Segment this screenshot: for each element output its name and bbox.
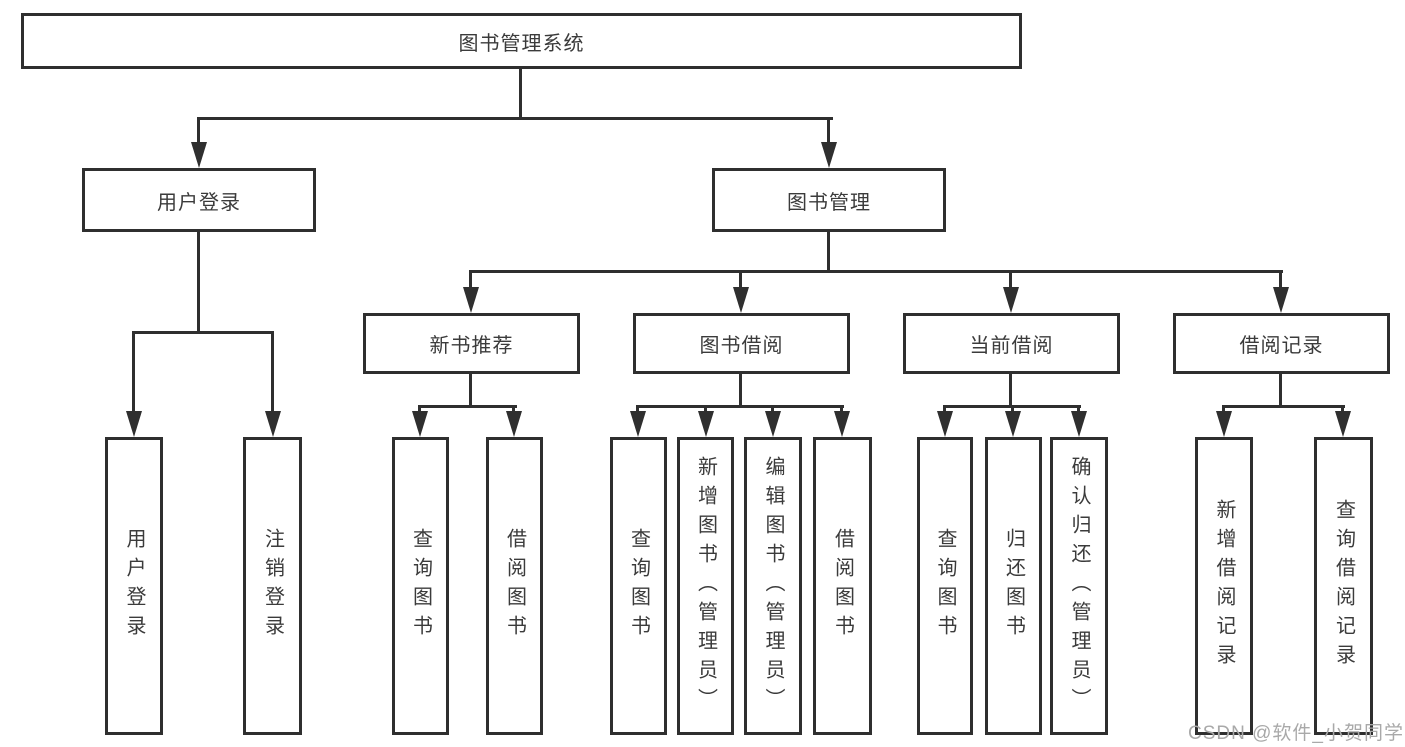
arrowhead-book-mgmt — [821, 142, 837, 168]
connector-user-login-drop — [197, 117, 200, 145]
leaf-current-return-books-label: 归还图书 — [1002, 528, 1025, 644]
node-book-management: 图书管理 — [712, 168, 946, 232]
node-book-borrow: 图书借阅 — [633, 313, 850, 374]
connector-bookborrow-drop — [739, 270, 742, 289]
connector-leaf-drop — [704, 405, 707, 415]
arrowhead-borrow-edit — [765, 411, 781, 437]
connector-leaf-drop — [1077, 405, 1080, 415]
connector-leaf-drop — [771, 405, 774, 415]
leaf-records-query-record: 查询借阅记录 — [1314, 437, 1373, 735]
connector-currentborrow-drop — [1009, 270, 1012, 289]
connector-leaf-drop — [1222, 405, 1225, 415]
node-borrow-records: 借阅记录 — [1173, 313, 1390, 374]
connector-leaf-drop — [1011, 405, 1014, 415]
node-user-login-label: 用户登录 — [157, 191, 241, 214]
connector-user-login-stem — [197, 230, 200, 334]
leaf-user-login: 用户登录 — [105, 437, 163, 735]
arrowhead-borrow-query — [630, 411, 646, 437]
leaf-borrow-query-books: 查询图书 — [610, 437, 667, 735]
arrowhead-records-query — [1335, 411, 1351, 437]
leaf-borrow-borrow-books-label: 借阅图书 — [831, 528, 854, 644]
node-book-management-label: 图书管理 — [787, 191, 871, 214]
arrowhead-newrec-borrow — [506, 411, 522, 437]
leaf-borrow-add-books-admin: 新增图书（管理员） — [677, 437, 734, 735]
arrowhead-borrow-add — [698, 411, 714, 437]
arrowhead-borrow-borrow — [834, 411, 850, 437]
arrowhead-current-query — [937, 411, 953, 437]
connector-newrec-drop — [469, 270, 472, 289]
connector-root-stem — [519, 69, 522, 118]
leaf-borrow-edit-books-admin: 编辑图书（管理员） — [744, 437, 802, 735]
leaf-borrow-borrow-books: 借阅图书 — [813, 437, 872, 735]
leaf-current-query-books: 查询图书 — [917, 437, 973, 735]
node-current-borrow: 当前借阅 — [903, 313, 1120, 374]
arrowhead-records-add — [1216, 411, 1232, 437]
connector-bookborrow-stem — [739, 373, 742, 408]
connector-records-rail — [1222, 405, 1345, 408]
leaf-newrec-borrow-books: 借阅图书 — [486, 437, 543, 735]
connector-level2-rail — [469, 270, 1283, 273]
arrowhead-bookborrow — [733, 287, 749, 313]
leaf-newrec-query-books: 查询图书 — [392, 437, 449, 735]
leaf-current-confirm-return-admin: 确认归还（管理员） — [1050, 437, 1108, 735]
csdn-watermark: CSDN @软件_小贺同学 — [1188, 723, 1404, 744]
connector-currentborrow-stem — [1009, 373, 1012, 408]
leaf-records-add-record-label: 新增借阅记录 — [1213, 499, 1235, 673]
leaf-borrow-add-books-admin-label: 新增图书（管理员） — [694, 455, 717, 717]
leaf-newrec-query-books-label: 查询图书 — [409, 528, 432, 644]
leaf-records-add-record: 新增借阅记录 — [1195, 437, 1253, 735]
leaf-logout: 注销登录 — [243, 437, 302, 735]
node-new-book-recommend-label: 新书推荐 — [429, 335, 514, 357]
node-root-label: 图书管理系统 — [458, 32, 585, 55]
connector-leaf-drop — [418, 405, 421, 415]
arrowhead-current-confirm — [1071, 411, 1087, 437]
connector-leaf-login-drop — [132, 331, 135, 413]
connector-leaf-drop — [1341, 405, 1344, 415]
leaf-borrow-query-books-label: 查询图书 — [627, 528, 650, 644]
leaf-borrow-edit-books-admin-label: 编辑图书（管理员） — [762, 455, 784, 717]
connector-leaf-drop — [512, 405, 515, 415]
connector-records-stem — [1279, 373, 1282, 408]
arrowhead-leaf-logout — [265, 411, 281, 437]
node-current-borrow-label: 当前借阅 — [969, 335, 1054, 357]
leaf-current-confirm-return-admin-label: 确认归还（管理员） — [1068, 455, 1090, 717]
arrowhead-currentborrow — [1003, 287, 1019, 313]
arrowhead-current-return — [1005, 411, 1021, 437]
connector-bookborrow-rail — [636, 405, 844, 408]
leaf-logout-label: 注销登录 — [261, 528, 284, 644]
connector-leaf-logout-drop — [271, 331, 274, 413]
arrowhead-newrec — [463, 287, 479, 313]
connector-newrec-rail — [418, 405, 517, 408]
node-book-borrow-label: 图书借阅 — [699, 335, 784, 357]
leaf-user-login-label: 用户登录 — [123, 528, 145, 644]
connector-newrec-stem — [469, 373, 472, 408]
node-borrow-records-label: 借阅记录 — [1239, 335, 1324, 357]
arrowhead-leaf-login — [126, 411, 142, 437]
connector-user-login-rail — [132, 331, 274, 334]
node-new-book-recommend: 新书推荐 — [363, 313, 580, 374]
leaf-current-query-books-label: 查询图书 — [934, 528, 956, 644]
connector-leaf-drop — [943, 405, 946, 415]
connector-book-mgmt-stem — [827, 230, 830, 272]
node-user-login: 用户登录 — [82, 168, 316, 232]
connector-level1-rail — [197, 117, 833, 120]
leaf-newrec-borrow-books-label: 借阅图书 — [503, 528, 526, 644]
arrowhead-records — [1273, 287, 1289, 313]
node-root: 图书管理系统 — [21, 13, 1022, 69]
connector-leaf-drop — [840, 405, 843, 415]
connector-leaf-drop — [636, 405, 639, 415]
leaf-records-query-record-label: 查询借阅记录 — [1332, 499, 1355, 673]
connector-records-drop — [1279, 270, 1282, 289]
arrowhead-user-login — [191, 142, 207, 168]
leaf-current-return-books: 归还图书 — [985, 437, 1042, 735]
connector-book-mgmt-drop — [827, 117, 830, 145]
arrowhead-newrec-query — [412, 411, 428, 437]
